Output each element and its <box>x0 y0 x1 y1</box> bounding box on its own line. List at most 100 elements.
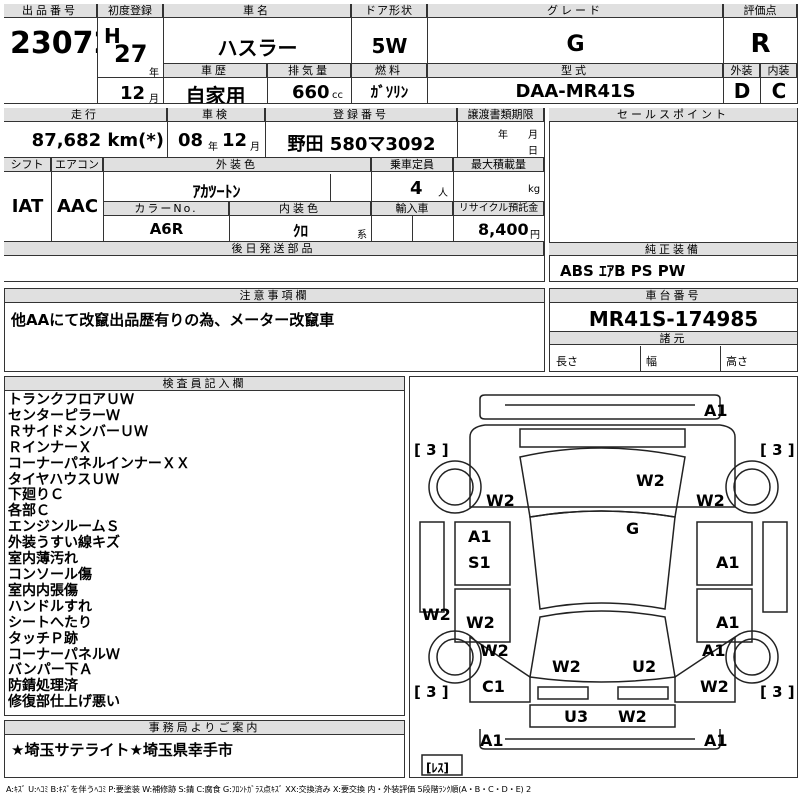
max-load-label: 最大積載量 <box>454 158 544 172</box>
notes-value: 他AAにて改竄出品歴有りの為、メーター改竄車 <box>11 311 335 329</box>
color-no-label: カラーNo. <box>104 202 229 216</box>
inspector-line: ＲサイドメンバーＵＷ <box>8 423 148 440</box>
damage-diagram: [ 3 ] [ 3 ] [ 3 ] [ 3 ] [ﾚｽ] A1 W2 W2 W2… <box>409 376 798 778</box>
tire-br: [ 3 ] <box>760 683 795 701</box>
inspection-month-unit: 月 <box>250 142 260 153</box>
mark-left-side: W2 <box>422 605 451 624</box>
inspector-line: タッチＰ跡 <box>8 630 78 647</box>
plate-cell: 登録番号 野田 580マ3092 <box>266 108 458 158</box>
inspector-line: バンパー下Ａ <box>8 662 93 679</box>
inspector-line: トランクフロアＵＷ <box>8 392 134 408</box>
color-no-value: A6R <box>149 220 184 238</box>
first-reg-cell: 初度登録 H 27 年 12 月 <box>98 4 164 104</box>
capacity-label: 乗車定員 <box>372 158 453 172</box>
interior-grade-label: 内装 <box>761 64 797 78</box>
dims-length: 長さ <box>556 355 578 368</box>
inspector-box: 検査員記入欄 <box>4 376 405 716</box>
chassis-label: 車台番号 <box>550 289 797 303</box>
first-reg-month-unit: 月 <box>149 94 159 104</box>
parts-later-label: 後日発送部品 <box>4 242 544 256</box>
inspector-line: コーナーパネルインナーＸＸ <box>8 455 190 472</box>
mark-right-rear-fender: A1 <box>702 641 726 660</box>
office-value: ★埼玉サテライト★埼玉県幸手市 <box>11 741 233 759</box>
inspection-year-unit: 年 <box>208 142 218 153</box>
mark-rear-glass-right: U2 <box>632 657 657 676</box>
grade-label: グレード <box>428 4 723 18</box>
office-box: 事務局よりご案内 ★埼玉サテライト★埼玉県幸手市 <box>4 720 405 778</box>
car-outline-diagram <box>419 394 788 776</box>
history-cell: 車歴 自家用 <box>164 64 268 104</box>
int-color-value: ｸﾛ <box>292 222 308 240</box>
recycle-unit: 円 <box>530 230 540 241</box>
office-label: 事務局よりご案内 <box>5 721 404 735</box>
lot-label: 出品番号 <box>4 4 97 18</box>
mark-right-quarter: W2 <box>700 677 729 696</box>
mark-front-bumper: A1 <box>704 401 728 420</box>
first-reg-era: H <box>104 24 121 48</box>
lot-number: 23072 <box>10 26 97 61</box>
inspector-line: 修復部仕上げ悪い <box>8 694 120 711</box>
notes-label: 注意事項欄 <box>5 289 544 303</box>
transfer-doc-year-unit: 年 <box>498 130 508 141</box>
mark-right-front-door: A1 <box>716 553 740 572</box>
fuel-cell: 燃料 ｶﾞｿﾘﾝ <box>352 64 428 104</box>
mark-left-front-door-a: A1 <box>468 527 492 546</box>
interior-grade-cell: 内装 C <box>761 64 798 104</box>
dims-height: 高さ <box>726 355 748 368</box>
inspector-label: 検査員記入欄 <box>5 377 404 391</box>
mileage-cell: 走行 87,682 km(*) <box>4 108 168 158</box>
inspector-line: 外装うすい線キズ <box>8 535 120 552</box>
fuel-value: ｶﾞｿﾘﾝ <box>370 83 409 101</box>
inspector-line: ハンドルすれ <box>8 598 92 615</box>
mark-rear-glass-left: W2 <box>552 657 581 676</box>
equipment-label: 純正装備 <box>549 242 798 256</box>
capacity-cell: 乗車定員 4 人 <box>372 158 454 202</box>
capacity-value: 4 <box>410 178 423 199</box>
plate-label: 登録番号 <box>266 108 457 122</box>
mark-left-rear-door: W2 <box>466 613 495 632</box>
shift-label: シフト <box>4 158 51 172</box>
car-name: ハスラー <box>217 36 298 60</box>
first-reg-label: 初度登録 <box>98 4 163 18</box>
color-no-cell: カラーNo. A6R <box>104 202 230 242</box>
dims-width: 幅 <box>646 355 657 368</box>
aircon-value: AAC <box>56 196 99 217</box>
aircon-cell: エアコン AAC <box>52 158 104 242</box>
notes-box: 注意事項欄 他AAにて改竄出品歴有りの為、メーター改竄車 <box>4 288 545 372</box>
interior-grade-value: C <box>771 79 787 103</box>
inspector-line: 各部Ｃ <box>8 503 50 520</box>
recycle-label: リサイクル預託金 <box>454 202 544 216</box>
history-label: 車歴 <box>164 64 267 78</box>
inspector-line: コーナーパネルＷ <box>8 646 120 663</box>
exterior-grade-label: 外装 <box>724 64 760 78</box>
aircon-label: エアコン <box>52 158 103 172</box>
ext-color-cell: 外装色 ｱｶﾂｰﾄﾝ <box>104 158 372 202</box>
inspector-line: タイヤハウスＵＷ <box>8 471 120 488</box>
recycle-cell: リサイクル預託金 8,400 円 <box>454 202 545 242</box>
mark-left-front-door-s: S1 <box>468 553 491 572</box>
car-name-cell: 車名 ハスラー <box>164 4 352 64</box>
chassis-box: 車台番号 MR41S-174985 諸元 長さ 幅 高さ <box>549 288 798 372</box>
int-color-label: 内装色 <box>230 202 371 216</box>
import-label: 輸入車 <box>372 202 453 216</box>
int-color-unit: 系 <box>357 230 367 241</box>
max-load-cell: 最大積載量 kg <box>454 158 545 202</box>
model-cell: 型式 DAA-MR41S <box>428 64 724 104</box>
inspector-line: ＲインナーＸ <box>8 439 92 456</box>
parts-later-cell: 後日発送部品 <box>4 242 545 282</box>
mark-right-rear-door: A1 <box>716 613 740 632</box>
mark-trunk-u: U3 <box>564 707 589 726</box>
mark-rear-bumper-right: A1 <box>704 731 728 750</box>
displacement-label: 排気量 <box>268 64 351 78</box>
inspector-line: コンソール傷 <box>8 566 92 583</box>
rating-label: 評価点 <box>724 4 797 18</box>
mileage-label: 走行 <box>4 108 167 122</box>
model-label: 型式 <box>428 64 723 78</box>
rating-value: R <box>750 29 771 59</box>
model-value: DAA-MR41S <box>515 81 636 102</box>
displacement-cell: 排気量 660 cc <box>268 64 352 104</box>
mark-windshield: W2 <box>636 471 665 490</box>
history-value: 自家用 <box>185 84 246 104</box>
grade-cell: グレード G <box>428 4 724 64</box>
mark-hood-left: W2 <box>486 491 515 510</box>
